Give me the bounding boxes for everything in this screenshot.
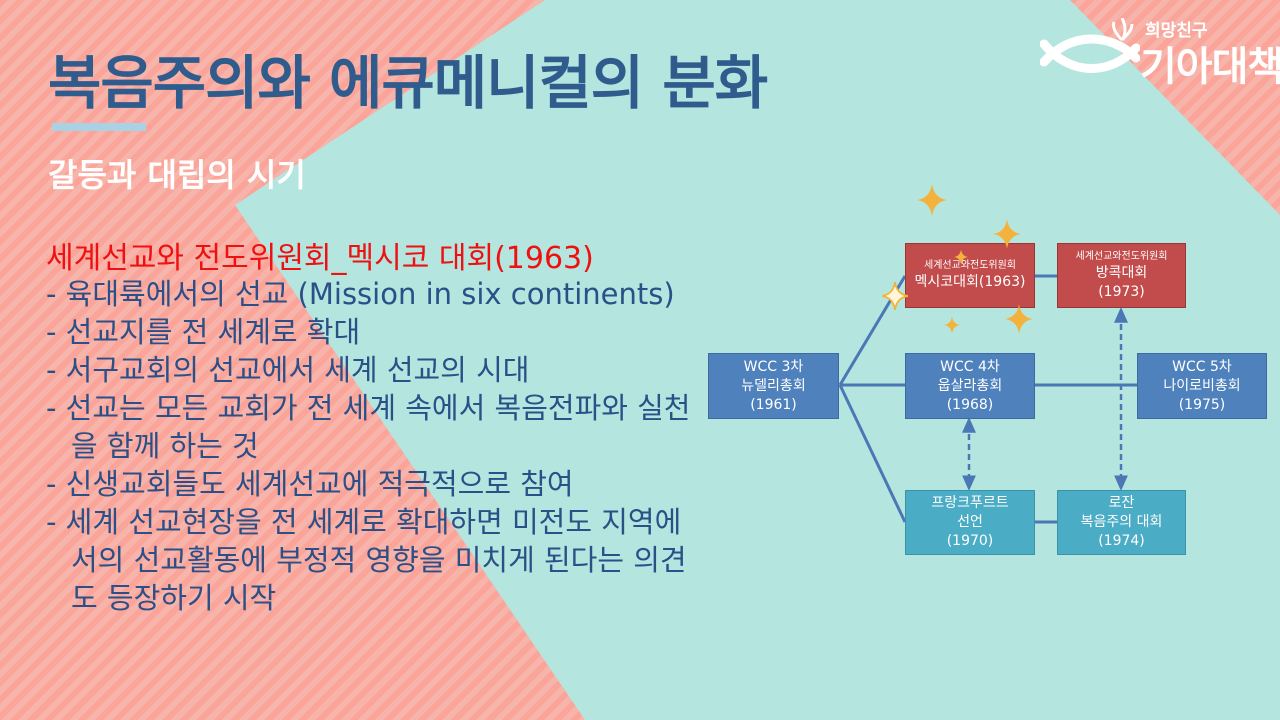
title-underline xyxy=(52,123,146,131)
bullet-item: - 육대륙에서의 선교 (Mission in six continents) xyxy=(46,277,675,311)
node-frankfurt-line: 선언 xyxy=(957,514,983,530)
node-lausanne: 로잔 복음주의 대회 (1974) xyxy=(1057,490,1186,555)
node-mexico: 세계선교와전도위원회 멕시코대회(1963) xyxy=(905,243,1035,308)
node-wcc3: WCC 3차 뉴델리총회 (1961) xyxy=(708,353,839,419)
logo-big-text: 기아대책 xyxy=(1140,44,1280,90)
sparkle-icon xyxy=(954,249,968,265)
node-wcc5: WCC 5차 나이로비총회 (1975) xyxy=(1137,353,1267,419)
bullet-item: - 선교는 모든 교회가 전 세계 속에서 복음전파와 실천을 함께 하는 것 xyxy=(46,391,691,463)
node-lausanne-line: 복음주의 대회 xyxy=(1080,514,1163,530)
bullet-item: - 선교지를 전 세계로 확대 xyxy=(46,315,361,349)
node-frankfurt-line: (1970) xyxy=(946,533,994,549)
slide-title: 복음주의와 에큐메니컬의 분화 xyxy=(48,49,768,117)
fish-logo-icon xyxy=(1040,18,1140,73)
bullet-item: - 세계 선교현장을 전 세계로 확대하면 미전도 지역에서의 선교활동에 부정… xyxy=(46,505,687,615)
node-wcc3-line: 뉴델리총회 xyxy=(741,377,806,394)
node-frankfurt-line: 프랑크푸르트 xyxy=(931,495,1009,511)
sparkle-icon xyxy=(917,184,947,216)
node-wcc4-line: (1968) xyxy=(946,396,994,413)
slide-subtitle: 갈등과 대립의 시기 xyxy=(48,156,306,194)
node-wcc4-line: 웁살라총회 xyxy=(937,377,1003,394)
node-bangkok-line: (1973) xyxy=(1098,283,1145,300)
node-wcc5-line: (1975) xyxy=(1178,396,1226,413)
bullet-item: - 신생교회들도 세계선교에 적극적으로 참여 xyxy=(46,467,574,501)
bullet-item: - 서구교회의 선교에서 세계 선교의 시대 xyxy=(46,353,530,387)
sparkle-icon xyxy=(993,219,1021,249)
node-lausanne-line: 로잔 xyxy=(1108,495,1135,511)
sparkle-icon xyxy=(882,281,908,311)
node-lausanne-line: (1974) xyxy=(1098,533,1145,549)
sparkle-icon xyxy=(944,316,960,334)
logo-small-text: 희망친구 xyxy=(1145,21,1208,41)
node-mexico-line: 멕시코대회(1963) xyxy=(914,274,1026,290)
node-bangkok-line: 방콕대회 xyxy=(1095,264,1148,281)
section-heading: 세계선교와 전도위원회_멕시코 대회(1963) xyxy=(46,241,594,276)
bullet-list: - 육대륙에서의 선교 (Mission in six continents) … xyxy=(46,275,696,617)
sparkle-icon xyxy=(1005,304,1033,334)
logo: 희망친구 기아대책 xyxy=(1040,8,1280,90)
node-wcc3-line: WCC 3차 xyxy=(743,358,804,375)
node-wcc4: WCC 4차 웁살라총회 (1968) xyxy=(905,353,1035,419)
node-bangkok-small: 세계선교와전도위원회 xyxy=(1075,250,1168,262)
node-wcc4-line: WCC 4차 xyxy=(940,358,1000,375)
node-wcc3-line: (1961) xyxy=(750,396,797,413)
node-bangkok: 세계선교와전도위원회 방콕대회 (1973) xyxy=(1057,243,1186,308)
node-wcc5-line: 나이로비총회 xyxy=(1163,377,1241,394)
node-wcc5-line: WCC 5차 xyxy=(1172,358,1232,375)
node-frankfurt: 프랑크푸르트 선언 (1970) xyxy=(905,490,1035,555)
node-mexico-small: 세계선교와전도위원회 xyxy=(924,260,1016,271)
